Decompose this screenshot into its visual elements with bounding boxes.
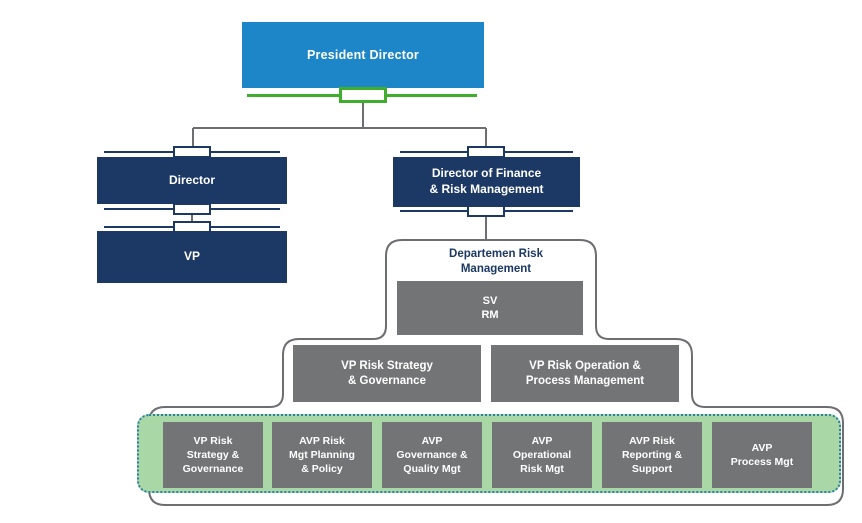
node-vp-risk-operation: VP Risk Operation & Process Management xyxy=(491,345,679,402)
connector-lines xyxy=(191,101,487,240)
node-avp-operational-risk-mgt: AVP Operational Risk Mgt xyxy=(492,422,592,488)
node-avp-risk-reporting-support: AVP Risk Reporting & Support xyxy=(602,422,702,488)
node-avp-process-mgt: AVP Process Mgt xyxy=(712,422,812,488)
node-vp-risk-strategy-governance: VP Risk Strategy & Governance xyxy=(163,422,263,488)
department-title: Departemen Risk Management xyxy=(449,248,543,275)
node-avp-risk-mgt-planning-policy: AVP Risk Mgt Planning & Policy xyxy=(272,422,372,488)
node-vp-risk-strategy: VP Risk Strategy & Governance xyxy=(293,345,481,402)
node-president-director: President Director xyxy=(242,22,484,88)
node-avp-governance-quality-mgt: AVP Governance & Quality Mgt xyxy=(382,422,482,488)
president-connector-tab xyxy=(339,87,387,103)
node-director: Director xyxy=(97,157,287,204)
finance-bottom-tab xyxy=(467,205,505,217)
node-vp: VP xyxy=(97,231,287,283)
node-sv-rm: SV RM xyxy=(397,281,583,335)
director-bottom-tab xyxy=(173,203,211,215)
node-finance-director: Director of Finance & Risk Management xyxy=(393,157,580,207)
